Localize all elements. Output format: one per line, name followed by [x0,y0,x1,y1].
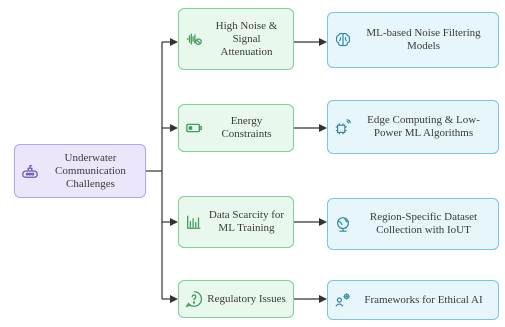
brain-icon [335,32,351,47]
challenge-node-3: Data Scarcity for ML Training [178,196,294,248]
solution-label-3: Region-Specific Dataset Collection with … [369,211,478,236]
solution-label-1: ML-based Noise Filtering Models [366,27,481,52]
challenge-label-1: High Noise & Signal Attenuation [215,19,278,58]
challenge-node-2: Energy Constraints [178,104,294,152]
solution-node-2: Edge Computing & Low-Power ML Algorithms [327,100,499,154]
solution-node-1: ML-based Noise Filtering Models [327,12,499,68]
challenge-label-3: Data Scarcity for ML Training [208,209,285,234]
battery-icon [186,123,202,133]
submarine-icon [22,164,38,178]
solution-label-2: Edge Computing & Low-Power ML Algorithms [367,114,480,139]
root-node: Underwater Communication Challenges [14,144,146,198]
bar-chart-icon [187,215,201,229]
challenge-node-4: Regulatory Issues [178,280,294,318]
people-gear-icon [335,293,350,307]
root-label: Underwater Communication Challenges [55,151,126,190]
solution-node-3: Region-Specific Dataset Collection with … [327,198,499,250]
challenge-label-4: Regulatory Issues [207,292,286,305]
solution-label-4: Frameworks for Ethical AI [364,293,483,306]
globe-icon [337,217,349,232]
challenge-label-2: Energy Constraints [221,115,272,140]
chip-signal-icon [335,119,351,135]
solution-node-4: Frameworks for Ethical AI [327,280,499,320]
challenge-node-1: High Noise & Signal Attenuation [178,8,294,70]
question-bubble-icon [185,291,202,308]
noise-wave-icon [186,33,202,46]
